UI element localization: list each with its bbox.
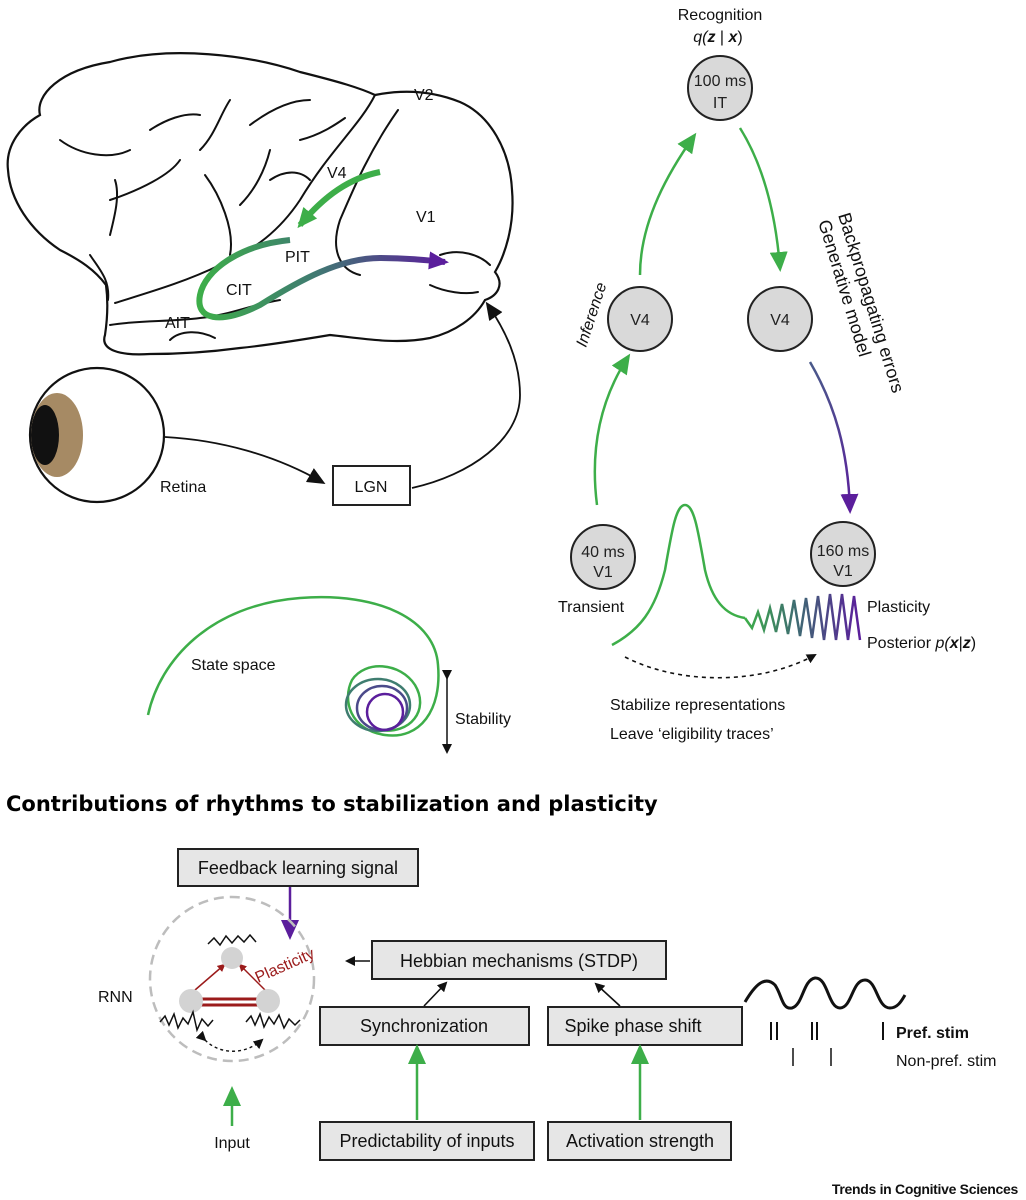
node-v4-right	[747, 286, 813, 352]
node-v1-left-area: V1	[593, 564, 613, 581]
feedback-arrow-upper	[738, 127, 788, 272]
rnn-neuron-right	[256, 989, 280, 1013]
rnn-trace-right	[245, 1011, 301, 1030]
node-v4-left-area: V4	[630, 312, 650, 329]
label-recognition: Recognition	[678, 7, 763, 24]
inference-arrow-upper	[638, 132, 697, 276]
posterior-bar: |	[959, 635, 963, 652]
brain-illustration	[6, 52, 514, 356]
label-feedback: Feedback learning signal	[198, 858, 398, 878]
label-v2: V2	[414, 87, 434, 104]
formula-q: q(	[693, 29, 709, 46]
label-posterior: Posterior p(x|z)	[867, 635, 976, 652]
eye-illustration	[28, 366, 166, 504]
label-v1: V1	[416, 209, 436, 226]
formula-bar: |	[715, 29, 728, 46]
rnn-neuron-top	[221, 947, 243, 969]
rnn-recurrent-arrow	[195, 1030, 264, 1052]
node-v1-right-area: V1	[833, 563, 853, 580]
oscillation-waveform	[743, 593, 862, 641]
box-predictability	[319, 1121, 535, 1161]
rnn-trace-left	[159, 1009, 214, 1033]
label-plasticity-rnn: Plasticity	[253, 945, 318, 986]
label-stabilize: Stabilize representations	[610, 697, 785, 714]
rnn-network	[159, 933, 301, 1052]
label-eligibility: Leave ‘eligibility traces’	[610, 726, 774, 743]
node-it	[687, 55, 753, 121]
label-transient: Transient	[558, 599, 625, 616]
label-v4: V4	[327, 165, 347, 182]
stabilize-dashed-arrow	[624, 654, 817, 679]
lgn-to-v1-arrow	[411, 301, 521, 489]
footer-journal: Trends in Cognitive Sciences	[832, 1181, 1019, 1197]
brain-outline	[6, 52, 514, 356]
label-plasticity: Plasticity	[867, 599, 930, 616]
label-rnn: RNN	[98, 989, 133, 1006]
label-retina: Retina	[160, 479, 206, 496]
ventral-green-arrow	[297, 169, 381, 229]
box-synchronization	[319, 1006, 530, 1046]
ventral-gradient-arrow	[196, 237, 449, 321]
retina-to-lgn-arrow	[164, 436, 326, 484]
box-activation	[547, 1121, 732, 1161]
node-v1-right-time: 160 ms	[817, 543, 869, 560]
rnn-neuron-left	[179, 989, 203, 1013]
formula-x: x	[728, 29, 739, 46]
formula-z: z	[706, 29, 715, 46]
label-state-space: State space	[191, 657, 276, 674]
posterior-prefix: Posterior	[867, 635, 935, 652]
nonpref-spikes	[792, 1048, 832, 1066]
section-title: Contributions of rhythms to stabilizatio…	[6, 792, 658, 816]
transient-waveform	[611, 503, 746, 647]
node-v4-left	[607, 286, 673, 352]
posterior-x: x	[949, 635, 960, 652]
label-pit: PIT	[285, 249, 310, 266]
label-nonpref-stim: Non-pref. stim	[896, 1053, 996, 1070]
node-v1-right	[810, 521, 876, 587]
node-v4-right-area: V4	[770, 312, 790, 329]
node-it-time: 100 ms	[694, 73, 746, 90]
state-space-trajectory	[146, 595, 440, 737]
node-v1-left-time: 40 ms	[581, 544, 625, 561]
label-ait: AIT	[165, 315, 190, 332]
box-hebbian	[371, 940, 667, 980]
lfp-oscillation	[743, 976, 907, 1010]
label-stability: Stability	[455, 711, 511, 728]
label-synchronization: Synchronization	[360, 1016, 488, 1036]
lgn-box	[332, 465, 411, 506]
formula-close: )	[737, 29, 742, 46]
label-hebbian: Hebbian mechanisms (STDP)	[400, 951, 638, 971]
label-spike-phase: Spike phase shift	[564, 1016, 701, 1036]
label-cit: CIT	[226, 282, 252, 299]
node-it-area: IT	[713, 95, 727, 112]
sync-to-hebbian-arrow	[423, 981, 448, 1007]
pref-spikes	[770, 1022, 884, 1040]
posterior-z: z	[962, 635, 971, 652]
box-spike-phase	[547, 1006, 743, 1046]
posterior-close: )	[971, 635, 976, 652]
rnn-trace-top	[207, 933, 257, 947]
label-pref-stim: Pref. stim	[896, 1025, 969, 1042]
label-predictability: Predictability of inputs	[339, 1131, 514, 1151]
recognition-formula: q(z | x)	[693, 29, 743, 46]
rnn-circle	[148, 895, 316, 1063]
box-feedback	[177, 848, 419, 887]
label-activation: Activation strength	[566, 1131, 714, 1151]
inference-arrow-lower	[593, 353, 631, 506]
posterior-p: p(	[934, 635, 951, 652]
state-space-loop-3	[365, 692, 405, 732]
label-inference: Inference	[574, 280, 611, 349]
spike-to-hebbian-arrow	[594, 982, 621, 1007]
label-input: Input	[214, 1135, 250, 1152]
generative-arrow-lower	[808, 361, 859, 514]
label-lgn: LGN	[355, 479, 388, 496]
node-v1-left	[570, 524, 636, 590]
